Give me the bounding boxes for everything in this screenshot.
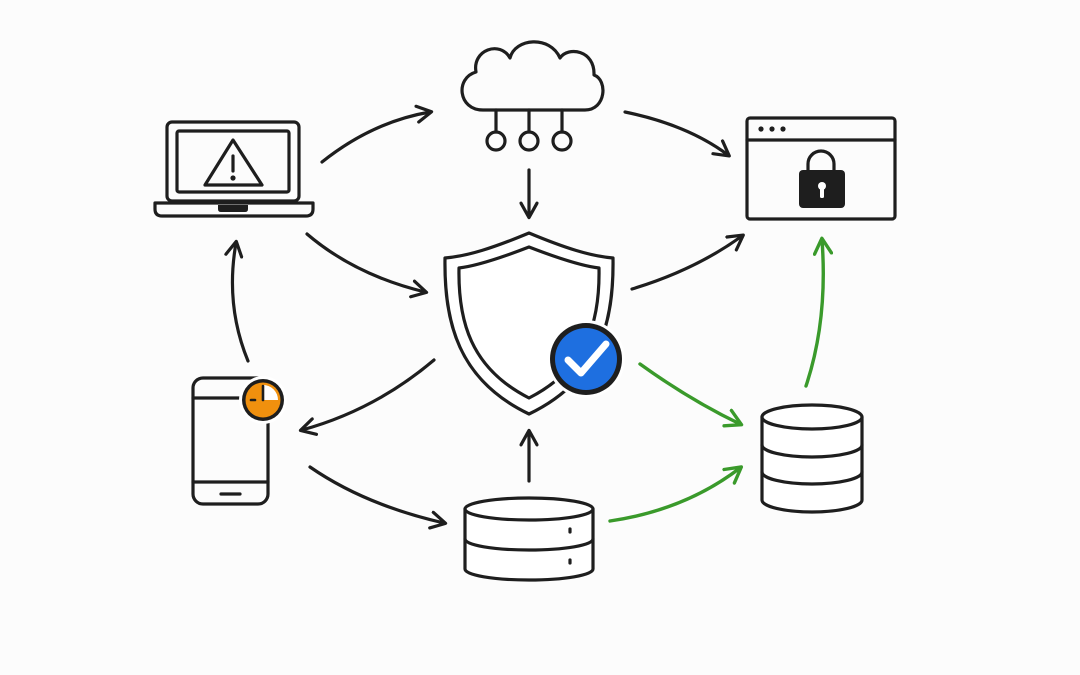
arrow-laptop-to-cloud <box>320 104 434 164</box>
cloud-network-icon <box>460 40 605 152</box>
warning-icon <box>203 138 264 187</box>
clock-badge-icon <box>239 376 287 424</box>
arrow-database-bottom-to-database-right <box>608 465 744 523</box>
browser-lock-icon <box>745 116 897 221</box>
arrow-shield-to-phone <box>298 358 436 436</box>
checkmark-badge-icon <box>547 320 625 398</box>
padlock-icon <box>799 149 845 208</box>
arrow-laptop-to-shield <box>305 232 429 299</box>
arrow-shield-to-browser <box>630 233 745 291</box>
arrow-phone-to-laptop <box>224 239 250 363</box>
database-right-icon <box>760 403 864 514</box>
shield-check-icon <box>443 231 625 416</box>
database-bottom-icon <box>463 496 595 582</box>
phone-clock-icon <box>191 376 287 506</box>
arrow-phone-to-database-bottom <box>308 465 448 530</box>
arrow-database-right-to-browser <box>804 236 834 388</box>
laptop-warning-icon <box>153 120 315 218</box>
arrow-cloud-to-browser <box>623 110 731 158</box>
arrow-shield-to-database-right <box>638 362 744 428</box>
edges <box>224 104 834 530</box>
